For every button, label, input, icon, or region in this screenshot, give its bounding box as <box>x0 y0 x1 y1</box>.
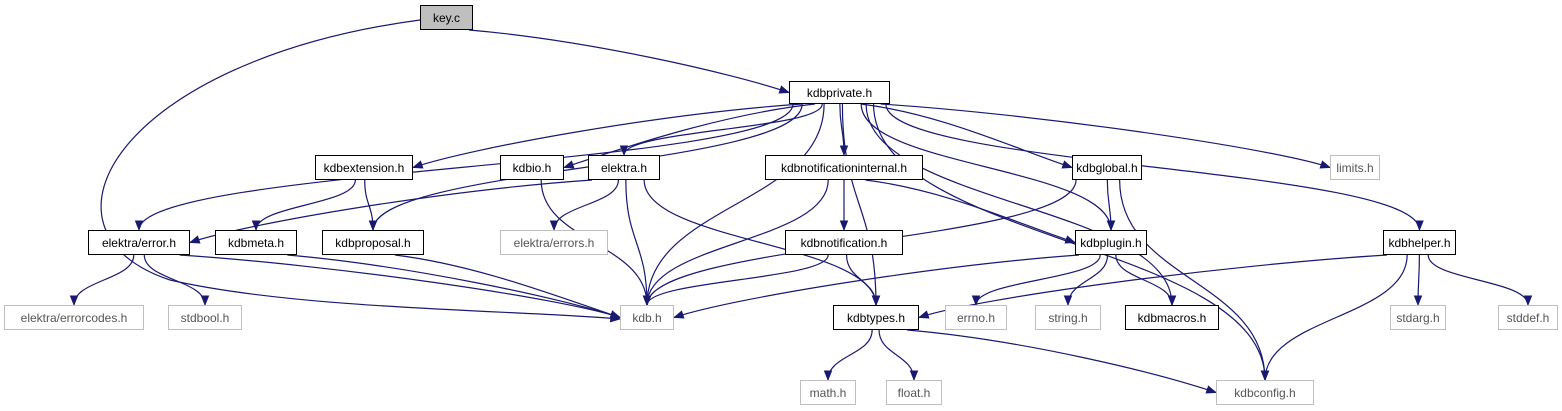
node-error[interactable]: elektra/error.h <box>88 230 190 255</box>
edge-kdbprivate-to-kdbglobal <box>860 103 1074 169</box>
edge-kdbprivate-to-elektra <box>619 103 823 157</box>
edge-error-to-errorcodes <box>69 254 135 307</box>
edge-kdbprivate-to-limits <box>880 103 1332 169</box>
node-kdbprivate[interactable]: kdbprivate.h <box>789 81 890 104</box>
node-stdarg: stdarg.h <box>1390 305 1446 330</box>
edge-error-to-kdb <box>179 254 622 319</box>
edge-kdbhelper-to-stdarg <box>1413 254 1423 307</box>
edge-kdbglobal-to-kdbplugin <box>1106 179 1116 232</box>
node-kdbproposal[interactable]: kdbproposal.h <box>322 230 424 255</box>
node-math: math.h <box>800 380 856 405</box>
node-kdbnotification[interactable]: kdbnotification.h <box>785 230 903 255</box>
edge-kdbglobal-to-kdbconfig <box>1119 179 1270 382</box>
node-stddef: stddef.h <box>1498 305 1558 330</box>
edge-error-to-stdbool <box>143 254 210 307</box>
node-float: float.h <box>886 380 942 405</box>
edge-key-to-kdbprivate <box>468 29 791 94</box>
node-limits: limits.h <box>1330 155 1380 180</box>
edge-kdbnotificationinternal-to-kdbplugin <box>865 179 1077 244</box>
node-key: key.c <box>420 5 473 30</box>
node-kdbplugin[interactable]: kdbplugin.h <box>1075 230 1147 255</box>
node-kdbio[interactable]: kdbio.h <box>500 155 564 180</box>
edge-kdbnotification-to-kdb <box>642 254 829 307</box>
edge-kdbprivate-to-kdbplugin <box>860 103 1116 232</box>
edge-kdbprivate-to-kdbhelper <box>885 103 1424 232</box>
edge-kdbplugin-to-kdb <box>672 254 1080 319</box>
edge-kdbplugin-to-string <box>1063 254 1109 307</box>
node-kdbhelper[interactable]: kdbhelper.h <box>1383 230 1456 255</box>
node-errorcodes: elektra/errorcodes.h <box>4 305 144 330</box>
node-kdbglobal[interactable]: kdbglobal.h <box>1072 155 1142 180</box>
edge-key-to-kdb <box>100 19 622 323</box>
node-string: string.h <box>1035 305 1101 330</box>
edge-kdbtypes-to-float <box>878 329 919 382</box>
edge-kdbplugin-to-errno <box>971 254 1101 307</box>
edge-kdbproposal-to-kdb <box>394 254 622 319</box>
edge-kdbprivate-to-kdbproposal <box>368 103 803 232</box>
node-errors: elektra/errors.h <box>500 230 608 255</box>
node-errno: errno.h <box>945 305 1007 330</box>
edge-kdbhelper-to-kdbconfig <box>1260 254 1408 382</box>
edge-kdbhelper-to-stddef <box>1427 254 1533 307</box>
edge-kdbprivate-to-kdb <box>642 103 825 307</box>
edge-kdbnotificationinternal-to-kdb <box>642 179 829 307</box>
node-kdbextension[interactable]: kdbextension.h <box>315 155 413 180</box>
node-kdbmeta[interactable]: kdbmeta.h <box>215 230 297 255</box>
node-kdbnotificationinternal[interactable]: kdbnotificationinternal.h <box>765 155 923 180</box>
node-kdbmacros[interactable]: kdbmacros.h <box>1125 305 1219 330</box>
edge-kdbplugin-to-kdbmacros <box>1115 254 1177 307</box>
node-elektra[interactable]: elektra.h <box>588 155 660 180</box>
edge-kdbextension-to-kdbmeta <box>251 179 356 232</box>
edge-kdbtypes-to-kdbconfig <box>907 329 1218 394</box>
edge-kdbprivate-to-kdbtypes <box>841 103 881 307</box>
edge-kdbprivate-to-kdbnotificationinternal <box>839 103 849 157</box>
edge-elektra-to-kdb <box>625 179 652 307</box>
edge-kdbprivate-to-kdbextension <box>411 103 802 169</box>
edge-kdbprivate-to-kdbconfig <box>872 103 1270 382</box>
node-kdbtypes[interactable]: kdbtypes.h <box>833 305 919 330</box>
edge-kdbextension-to-kdbproposal <box>364 179 378 232</box>
edge-kdbtypes-to-math <box>823 329 873 382</box>
edge-kdbprivate-to-kdbmacros <box>865 103 1177 307</box>
edge-kdbmeta-to-kdb <box>287 254 622 319</box>
edge-elektra-to-errors <box>549 179 619 232</box>
node-kdb: kdb.h <box>620 305 674 330</box>
node-kdbconfig: kdbconfig.h <box>1216 380 1314 405</box>
node-stdbool: stdbool.h <box>168 305 242 330</box>
edge-kdbprivate-to-error <box>134 103 794 232</box>
